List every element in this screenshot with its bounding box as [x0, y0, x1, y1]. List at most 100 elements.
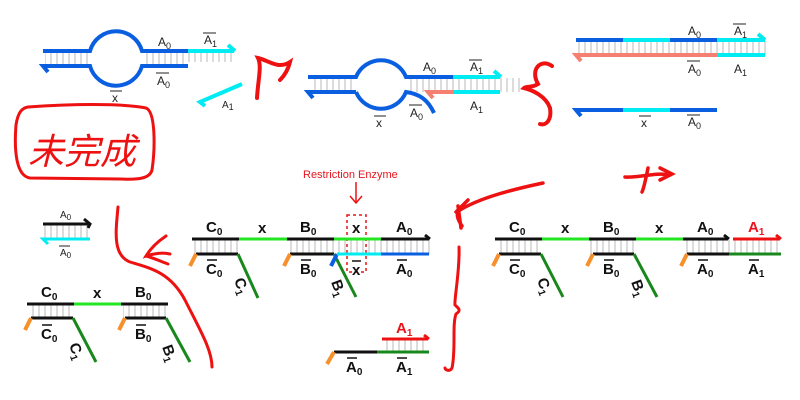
- base-pair-ticks: [142, 52, 187, 66]
- toehold-orange: [117, 317, 127, 331]
- base-pair-ticks: [497, 240, 541, 254]
- label-c1-bar: C1: [63, 341, 87, 363]
- label-c0-bar: C0: [41, 326, 58, 345]
- restriction-arrow: [349, 182, 363, 205]
- handwritten-brace: [520, 61, 554, 127]
- label-a1: A1: [396, 320, 413, 339]
- toehold-orange: [188, 253, 198, 267]
- panel-3-products: A0 A1 A0 A1 x A0: [571, 23, 767, 131]
- toehold-orange: [679, 253, 689, 267]
- label-c1-bar: C1: [531, 276, 555, 298]
- handwritten-arrow: [254, 55, 294, 100]
- toehold-orange: [282, 253, 292, 267]
- toehold-orange: [585, 253, 595, 267]
- base-pair-ticks: [45, 52, 90, 66]
- label-x-bar: x: [376, 116, 382, 130]
- released-a1-duplex: A1 A0 A1: [325, 320, 430, 378]
- label-a0-bar: A0: [346, 359, 363, 378]
- label-a1-bar: A1: [396, 359, 413, 378]
- toehold-orange: [491, 253, 501, 267]
- label-b0-bar: B0: [300, 261, 317, 280]
- label-x-bar: x: [112, 91, 118, 105]
- label-x: x: [93, 285, 102, 302]
- base-pair-ticks: [684, 240, 780, 254]
- strand-a1-red: [733, 233, 782, 241]
- base-pair-ticks: [29, 305, 73, 319]
- label-b0: B0: [135, 284, 152, 303]
- handwritten-note-box: 未完成: [13, 103, 156, 181]
- base-pair-ticks: [123, 305, 167, 319]
- label-a1: A1: [734, 62, 747, 78]
- label-a0-bar: A0: [697, 261, 714, 280]
- label-a1: A1: [748, 219, 765, 238]
- label-a0: A0: [60, 210, 72, 222]
- label-a0-bar: A0: [410, 106, 423, 122]
- displaced-strand-blue: [571, 108, 717, 118]
- strand-a0: [683, 233, 730, 241]
- strand-b1-bar: [164, 317, 192, 363]
- base-pair-ticks: [590, 240, 634, 254]
- handwritten-brace: [443, 245, 461, 372]
- label-b0-bar: B0: [135, 326, 152, 345]
- top-strand-cyan: [717, 32, 767, 42]
- bottom-strand-blue: [38, 64, 188, 88]
- base-pair-ticks: [188, 52, 232, 62]
- panel-1-hairpin-duplex: A0 A1 A0 x A1: [38, 29, 243, 112]
- label-x: x: [258, 220, 267, 237]
- strand-a0: [43, 217, 92, 229]
- label-a0: A0: [423, 60, 436, 76]
- strand-c1-bar: [236, 253, 260, 299]
- base-pair-ticks: [194, 240, 238, 254]
- strand-a0-bar-cyan: [39, 237, 90, 246]
- label-a0-bar: A0: [688, 62, 701, 78]
- label-x-bar: x: [641, 116, 647, 130]
- base-pair-ticks: [44, 225, 90, 239]
- base-pair-ticks: [578, 41, 766, 55]
- label-a0-bar: A0: [688, 115, 701, 131]
- label-x: x: [655, 220, 664, 237]
- label-a0: A0: [688, 24, 701, 40]
- top-strand-blue: [43, 29, 188, 53]
- bottom-strand-blue: [303, 90, 356, 100]
- bottom-strand-salmon: [571, 53, 717, 63]
- handwritten-arrow: [142, 234, 172, 266]
- top-strand-cyan: [188, 43, 237, 53]
- label-a0-bar: A0: [396, 261, 413, 280]
- toehold-orange: [23, 317, 33, 331]
- free-strand-a1: [196, 82, 243, 108]
- label-a0: A0: [396, 219, 413, 238]
- complex-with-a1-output: C0 x B0 x A0 A1 C0 C1 B0 B1 A0 A1: [491, 219, 782, 300]
- bottom-loop-blue: [354, 89, 436, 114]
- label-x-bar: x: [352, 262, 361, 279]
- strand-b1-bar: [632, 253, 659, 298]
- label-x: x: [561, 220, 570, 237]
- label-b1-bar: B1: [156, 343, 180, 365]
- complex-with-restriction-site: Restriction Enzyme C0 x B0 x A0 C0 C1 B0…: [188, 169, 432, 300]
- base-pair-ticks: [384, 340, 428, 352]
- strand-a1-red: [382, 333, 430, 341]
- label-a0: A0: [158, 35, 171, 51]
- label-x: x: [352, 220, 361, 237]
- label-c0-bar: C0: [509, 261, 526, 280]
- label-b1-bar: B1: [325, 278, 349, 300]
- strand-a0: [381, 233, 431, 241]
- label-a0-bar: A0: [60, 248, 72, 260]
- label-a1-bar: A1: [734, 24, 747, 40]
- label-b0-bar: B0: [603, 261, 620, 280]
- invader-blue-tip: [329, 253, 339, 267]
- label-a0: A0: [697, 219, 714, 238]
- label-a1: A1: [470, 99, 483, 115]
- label-a0-bar: A0: [157, 74, 170, 90]
- restriction-site-box: [346, 214, 367, 273]
- label-a1-bar: A1: [204, 33, 217, 49]
- strand-c1-bar: [539, 253, 565, 298]
- label-c0: C0: [206, 219, 223, 238]
- complex-after-cleavage: C0 x B0 C0 C1 B0 B1: [23, 284, 192, 365]
- top-strand-cyan: [453, 69, 503, 79]
- handwritten-arrow: [454, 181, 545, 230]
- label-c0: C0: [41, 284, 58, 303]
- strand-b1-bar: [332, 253, 358, 298]
- base-pair-ticks: [288, 240, 432, 254]
- handwritten-note-text: 未完成: [28, 132, 141, 173]
